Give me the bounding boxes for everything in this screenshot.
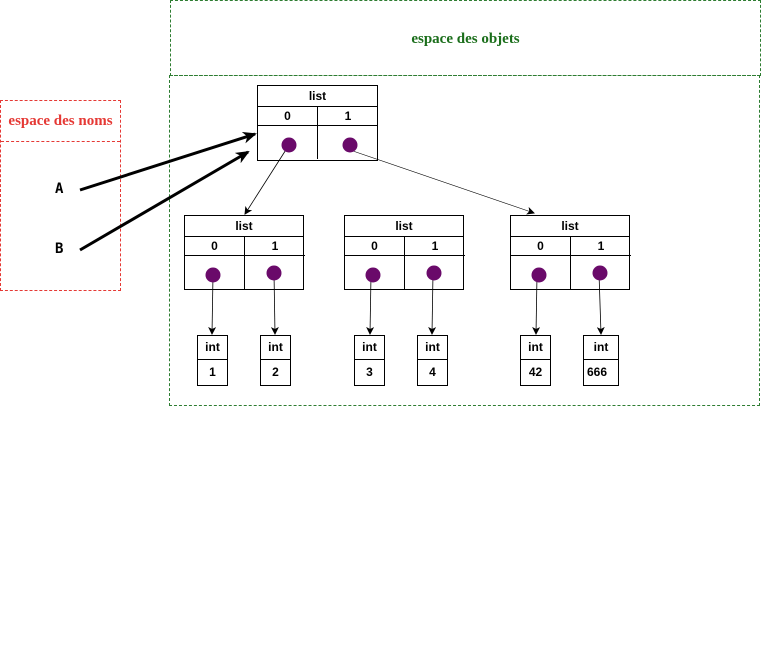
list-index-0: 0	[345, 236, 405, 256]
int-type-label: int	[261, 336, 290, 360]
int-type-label: int	[198, 336, 227, 360]
int-value: 4	[429, 365, 436, 379]
int-value: 2	[272, 365, 279, 379]
list-index-1: 1	[318, 106, 378, 126]
list-slot-1	[405, 256, 465, 289]
sub-list-object-2: list 0 1	[344, 215, 465, 290]
list-slot-0	[345, 256, 405, 289]
int-value: 666	[587, 365, 608, 379]
int-value: 42	[528, 365, 543, 379]
int-object-2: int 2	[260, 335, 291, 386]
names-space-divider	[1, 141, 120, 142]
list-slot-1	[245, 256, 305, 289]
int-type-label: int	[355, 336, 384, 360]
objects-space-header-zone: espace des objets	[170, 0, 761, 76]
list-index-1: 1	[245, 236, 305, 256]
root-list-object: list 0 1	[257, 85, 378, 161]
list-type-label: list	[345, 216, 463, 237]
list-type-label: list	[185, 216, 303, 237]
list-type-label: list	[511, 216, 629, 237]
objects-space-title: espace des objets	[411, 31, 520, 47]
list-slot-0	[185, 256, 245, 289]
list-index-0: 0	[258, 106, 318, 126]
list-slot-0	[511, 256, 571, 289]
list-slot-1	[571, 256, 631, 289]
int-object-666: int 666	[583, 335, 619, 386]
variable-a: A	[55, 181, 64, 197]
variable-b: B	[55, 241, 64, 257]
list-index-1: 1	[571, 236, 631, 256]
int-value: 1	[209, 365, 216, 379]
list-slot-1	[318, 126, 378, 159]
names-space-title: espace des noms	[8, 113, 113, 129]
list-index-1: 1	[405, 236, 465, 256]
int-type-label: int	[418, 336, 447, 360]
int-object-42: int 42	[520, 335, 551, 386]
sub-list-object-1: list 0 1	[184, 215, 305, 290]
list-slot-0	[258, 126, 318, 159]
int-value: 3	[366, 365, 373, 379]
int-object-1: int 1	[197, 335, 228, 386]
int-object-4: int 4	[417, 335, 448, 386]
list-type-label: list	[258, 86, 377, 107]
int-object-3: int 3	[354, 335, 385, 386]
list-index-0: 0	[511, 236, 571, 256]
int-type-label: int	[584, 336, 618, 360]
sub-list-object-3: list 0 1	[510, 215, 631, 290]
int-type-label: int	[521, 336, 550, 360]
list-index-0: 0	[185, 236, 245, 256]
